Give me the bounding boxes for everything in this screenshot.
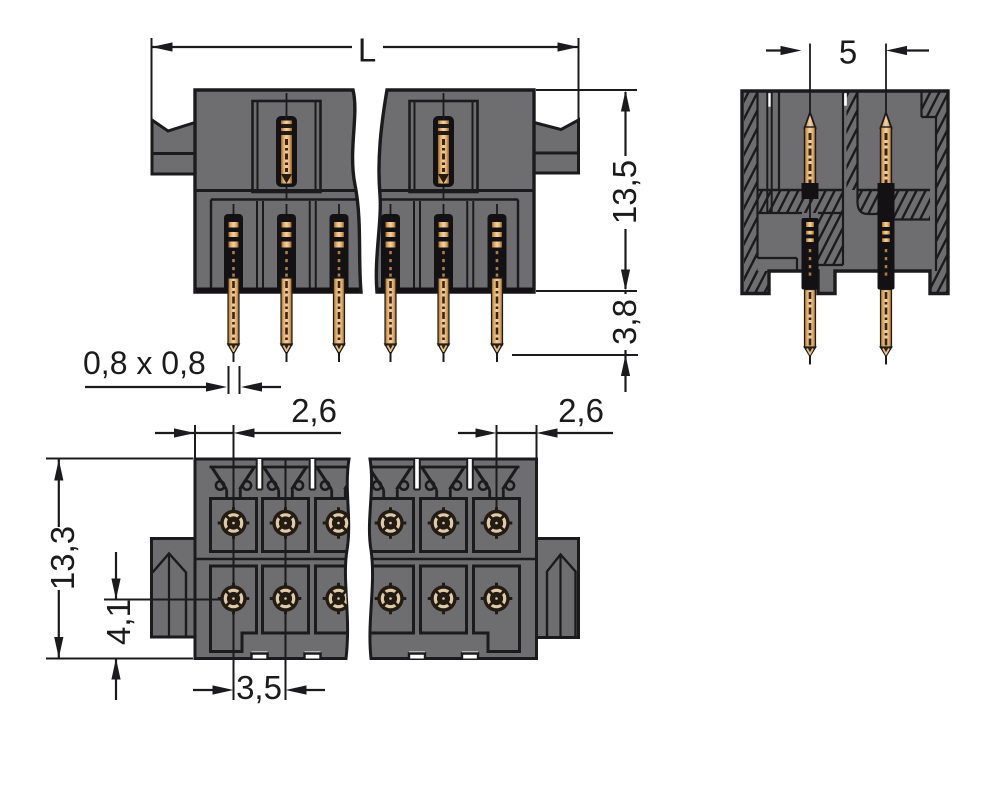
svg-text:L: L <box>358 32 376 69</box>
svg-text:0,8 x 0,8: 0,8 x 0,8 <box>83 345 206 381</box>
svg-text:3,5: 3,5 <box>236 669 282 706</box>
svg-text:13,3: 13,3 <box>44 526 81 590</box>
svg-text:2,6: 2,6 <box>558 392 604 429</box>
svg-text:13,5: 13,5 <box>606 160 643 224</box>
svg-text:4,1: 4,1 <box>100 599 137 645</box>
svg-text:5: 5 <box>839 34 857 71</box>
svg-text:2,6: 2,6 <box>291 392 337 429</box>
svg-text:3,8: 3,8 <box>606 299 643 345</box>
